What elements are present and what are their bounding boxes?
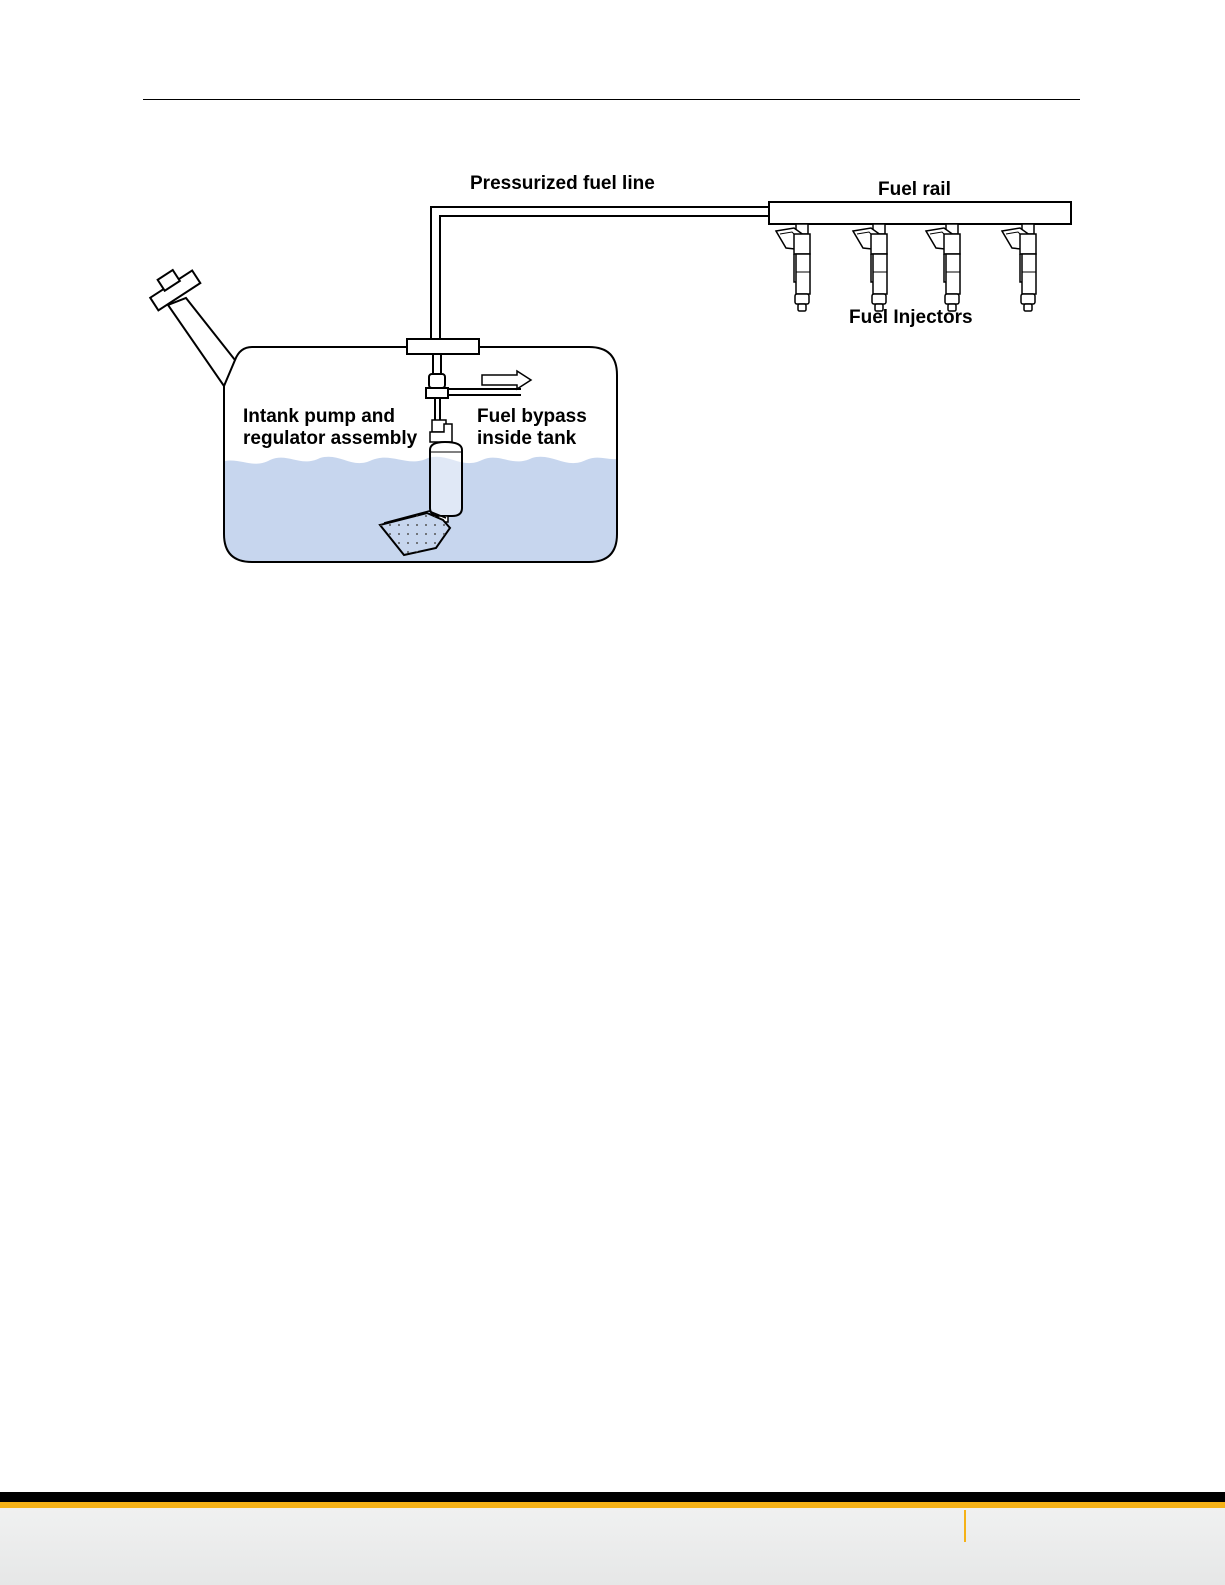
arrow-right-icon <box>482 371 531 389</box>
pump-assembly <box>426 354 462 522</box>
label-bypass-line2: inside tank <box>477 428 577 449</box>
label-pump-line2: regulator assembly <box>243 428 418 449</box>
fuel-injector <box>926 224 960 311</box>
fuel-injector <box>776 224 810 311</box>
fuel-rail <box>769 202 1071 224</box>
footer-band <box>0 1508 1225 1585</box>
label-fuel-rail: Fuel rail <box>878 179 951 200</box>
footer-black-bar <box>0 1492 1225 1502</box>
tank-fitting <box>407 339 479 354</box>
bypass-outlet <box>448 389 521 395</box>
pressurized-fuel-line <box>431 207 769 341</box>
fuel-injectors <box>776 224 1036 311</box>
label-fuel-injectors: Fuel Injectors <box>849 307 973 328</box>
fuel-injector <box>853 224 887 311</box>
label-pump-line1: Intank pump and <box>243 406 395 427</box>
filler-neck <box>144 261 235 386</box>
label-pressurized-fuel-line: Pressurized fuel line <box>470 173 655 194</box>
fuel-injector <box>1002 224 1036 311</box>
footer-divider <box>964 1510 966 1542</box>
label-bypass-line1: Fuel bypass <box>477 406 587 427</box>
